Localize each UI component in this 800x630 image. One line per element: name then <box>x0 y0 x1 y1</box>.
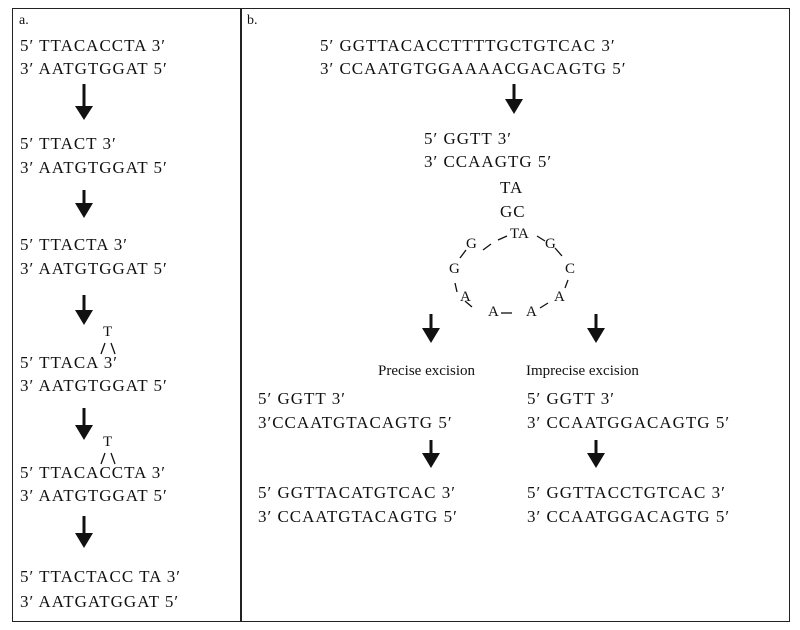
a-step3-bottom: 3′ AATGTGGAT 5′ <box>20 259 168 278</box>
a-step4-bottom: 3′ AATGTGGAT 5′ <box>20 376 168 395</box>
a-step5-bottom: 3′ AATGTGGAT 5′ <box>20 486 168 505</box>
arrow-b-imprecise-2-head <box>587 453 605 468</box>
a-step5-top: 5′ TTACACCTA 3′ <box>20 463 166 482</box>
hairpin-base-g-left: G <box>449 261 460 277</box>
a-step1-bottom: 3′ AATGTGGAT 5′ <box>20 59 168 78</box>
hairpin-base-a-lower-right: A <box>554 289 565 305</box>
arrow-a-2-head <box>75 203 93 218</box>
imprecise-excision-title: Imprecise excision <box>526 363 639 379</box>
a-step6-bottom: 3′ AATGATGGAT 5′ <box>20 592 180 611</box>
imprecise-final-bottom: 3′ CCAATGGACAGTG 5′ <box>527 507 731 526</box>
hairpin-base-a-lower-left: A <box>460 289 471 305</box>
arrow-a-1-head <box>75 106 93 120</box>
panel-a-frame <box>12 8 242 622</box>
b-start-top: 5′ GGTTACACCTTTTGCTGTCAC 3′ <box>320 36 616 55</box>
b-hairpin-stem2: GC <box>500 202 526 221</box>
imprecise-mid-top: 5′ GGTT 3′ <box>527 389 615 408</box>
precise-final-bottom: 3′ CCAATGTACAGTG 5′ <box>258 507 458 526</box>
precise-excision-title: Precise excision <box>378 363 476 379</box>
hairpin-base-g-upper-left: G <box>466 236 477 252</box>
loop-a2-right <box>110 452 116 465</box>
imprecise-mid-bottom: 3′ CCAATGGACAGTG 5′ <box>527 413 731 432</box>
arrow-b-precise-1-head <box>422 328 440 343</box>
a-step4-loop: T <box>103 324 113 340</box>
precise-mid-top: 5′ GGTT 3′ <box>258 389 346 408</box>
a-step1-top: 5′ TTACACCTA 3′ <box>20 36 166 55</box>
a-step6-top: 5′ TTACTACC TA 3′ <box>20 567 181 586</box>
b-start-bottom: 3′ CCAATGTGGAAAACGACAGTG 5′ <box>320 59 627 78</box>
hairpin-base-a-bottom-left: A <box>488 304 499 320</box>
arrow-a-5-head <box>75 533 93 548</box>
arrow-b-imprecise-1-head <box>587 328 605 343</box>
b-hairpin-stem1: TA <box>500 178 524 197</box>
b-hairpin-top: 5′ GGTT 3′ <box>424 129 512 148</box>
hairpin-base-g-upper-right: G <box>545 236 556 252</box>
precise-mid-bottom: 3′CCAATGTACAGTG 5′ <box>258 413 453 432</box>
hairpin-loop-lines <box>454 235 569 314</box>
panel-a-label: a. <box>19 13 29 28</box>
a-step2-bottom: 3′ AATGTGGAT 5′ <box>20 158 168 177</box>
a-step2-top: 5′ TTACT 3′ <box>20 134 117 153</box>
precise-final-top: 5′ GGTTACATGTCAC 3′ <box>258 483 456 502</box>
arrow-b-precise-2-head <box>422 453 440 468</box>
panel-b-label: b. <box>247 13 258 28</box>
hairpin-base-c-right: C <box>565 261 576 277</box>
a-step4-top: 5′ TTACA 3′ <box>20 353 118 372</box>
loop-a1-left <box>100 342 106 355</box>
a-step5-loop: T <box>103 434 113 450</box>
b-hairpin-bottom: 3′ CCAAGTG 5′ <box>424 152 553 171</box>
loop-a1-right <box>110 342 116 355</box>
imprecise-final-top: 5′ GGTTACCTGTCAC 3′ <box>527 483 726 502</box>
hairpin-base-ta: TA <box>510 226 529 242</box>
hairpin-base-a-bottom-right: A <box>526 304 537 320</box>
loop-a2-left <box>100 452 106 465</box>
panel-b-frame <box>240 8 790 622</box>
arrow-a-4-head <box>75 425 93 440</box>
a-step3-top: 5′ TTACTA 3′ <box>20 235 129 254</box>
arrow-b-1-head <box>505 99 523 114</box>
arrow-a-3-head <box>75 310 93 325</box>
